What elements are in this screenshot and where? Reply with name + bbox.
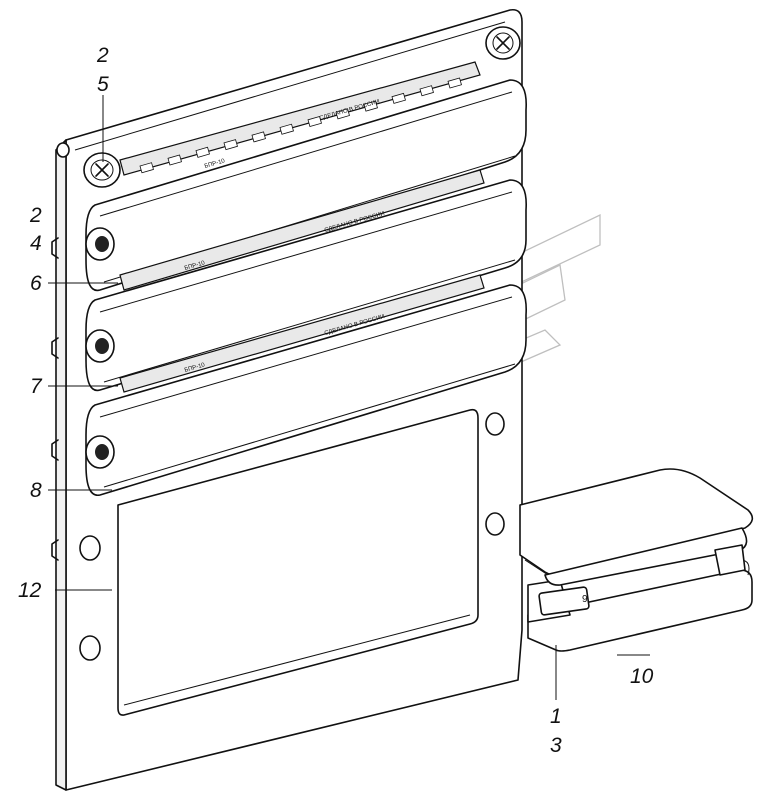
callout-2-top: 2 [96, 44, 109, 67]
socket-slot [139, 162, 154, 174]
callout-12: 12 [18, 579, 42, 602]
nut-row-2 [85, 329, 115, 363]
fuse-socket-strip [119, 61, 481, 176]
fuse-module-row-3: СДЕЛАНО В РОССИИ БПР-10 [85, 274, 527, 496]
socket-slot [167, 154, 182, 166]
socket-slot [335, 108, 350, 120]
socket-slot [447, 77, 462, 89]
screw-top-left [83, 152, 121, 188]
nut-row-1 [85, 227, 115, 261]
socket-slot [307, 115, 322, 128]
fuse-module-row-2: СДЕЛАНО В РОССИИ БПР-10 [85, 169, 527, 392]
module-1-model: БПР-10 [204, 158, 226, 170]
callout-1: 1 [550, 705, 562, 728]
leader-lines [48, 95, 650, 700]
socket-slot [391, 92, 406, 104]
callout-2-mid: 2 [29, 204, 42, 227]
callout-5: 5 [97, 73, 109, 96]
module-3-model: БПР-10 [184, 362, 206, 374]
socket-slot [195, 146, 210, 158]
module-2-model: БПР-10 [184, 260, 206, 272]
callout-3: 3 [550, 734, 562, 757]
callout-10: 10 [630, 665, 654, 688]
callout-4: 4 [30, 232, 42, 255]
screw-top-right [485, 26, 521, 60]
socket-slot [419, 85, 434, 97]
callout-8: 8 [30, 479, 42, 502]
pin-left [56, 142, 70, 158]
nut-row-3 [85, 435, 115, 469]
relay-base: 9 [527, 559, 753, 652]
socket-slot [223, 139, 238, 151]
socket-slot [363, 100, 378, 112]
socket-slot [279, 123, 294, 135]
callout-7: 7 [30, 375, 43, 398]
callout-6: 6 [30, 272, 42, 295]
relay-digit: 9 [582, 594, 588, 605]
socket-slot [251, 131, 266, 143]
relay-cover [519, 468, 754, 586]
